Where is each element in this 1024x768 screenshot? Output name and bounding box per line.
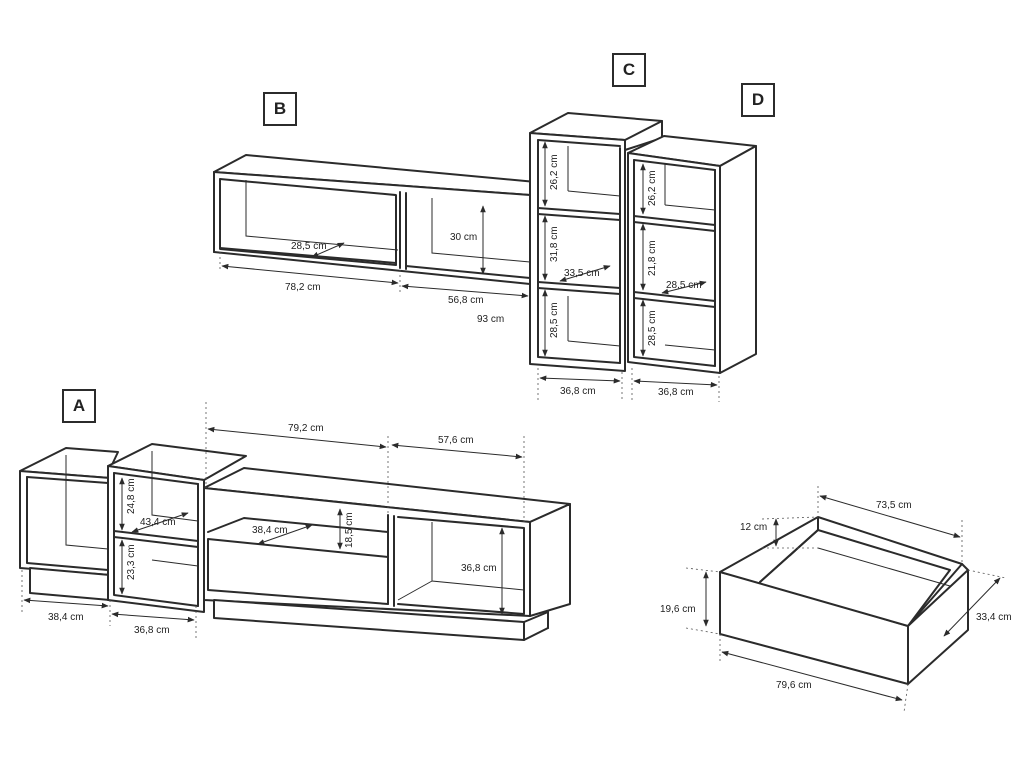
a-width-mid-label: 36,8 cm [134,625,170,636]
c-shelf-bottom-label: 28,5 cm [549,302,560,338]
b-width-right-label: 56,8 cm [448,295,484,306]
a-top-right-dim [391,442,523,460]
a-shelf-top-label: 24,8 cm [126,478,137,514]
a-top-left-label: 79,2 cm [288,423,324,434]
c-shelf-top-label: 26,2 cm [549,154,560,190]
c-depth-label: 33,5 cm [564,268,600,279]
drawer-width-front-dim [721,650,903,702]
c-width-label: 36,8 cm [560,386,596,397]
a-shelf-depth-dim [131,512,189,533]
c-depth-dim [559,265,611,282]
b-depth-dim [311,242,345,258]
label-a-box: A [62,389,96,423]
label-b-box: B [263,92,297,126]
a-top-left-dim [207,426,387,450]
a-drawer-depth-dim [257,524,313,545]
a-open-height-label: 36,8 cm [461,563,497,574]
drawer-depth-label: 33,4 cm [976,612,1012,623]
label-b: B [273,99,287,118]
drawer-width-top-dim [819,495,961,538]
drawer-drawing [719,516,969,685]
label-c: C [622,60,636,79]
b-width-left-label: 78,2 cm [285,282,321,293]
b-depth-label: 28,5 cm [291,241,327,252]
d-width-label: 36,8 cm [658,387,694,398]
drawer-width-top-label: 73,5 cm [876,500,912,511]
d-shelf-mid-label: 21,8 cm [647,240,658,276]
c-width-dim [539,375,621,384]
a-width-left-dim [23,597,109,609]
unit-b-drawing [213,154,537,285]
unit-a-drawing [19,443,571,641]
drawer-front-height-label: 19,6 cm [660,604,696,615]
unit-d-drawing [627,135,757,374]
d-depth-dim [661,280,707,295]
label-d: D [751,90,765,109]
a-shelf-depth-label: 43,4 cm [140,517,176,528]
label-c-box: C [612,53,646,87]
d-shelf-top-label: 26,2 cm [647,170,658,206]
b-width-left-dim [221,263,399,286]
d-shelf-bottom-label: 28,5 cm [647,310,658,346]
drawer-inner-height-label: 12 cm [740,522,767,533]
c-shelf-mid-label: 31,8 cm [549,226,560,262]
b-width-right-dim [401,283,529,299]
d-depth-label: 28,5 cm [666,280,702,291]
a-shelf-bottom-label: 23,3 cm [126,544,137,580]
drawer-width-front-label: 79,6 cm [776,680,812,691]
a-width-left-label: 38,4 cm [48,612,84,623]
label-d-box: D [741,83,775,117]
a-drawer-height-label: 18,5 cm [344,512,355,548]
b-height-label: 30 cm [450,232,477,243]
d-width-dim [633,378,718,388]
label-a: A [72,396,86,415]
b-width-total-label: 93 cm [477,314,504,325]
a-top-right-label: 57,6 cm [438,435,474,446]
drawer-depth-dim [943,577,1001,637]
a-width-mid-dim [111,611,195,623]
a-drawer-depth-label: 38,4 cm [252,525,288,536]
